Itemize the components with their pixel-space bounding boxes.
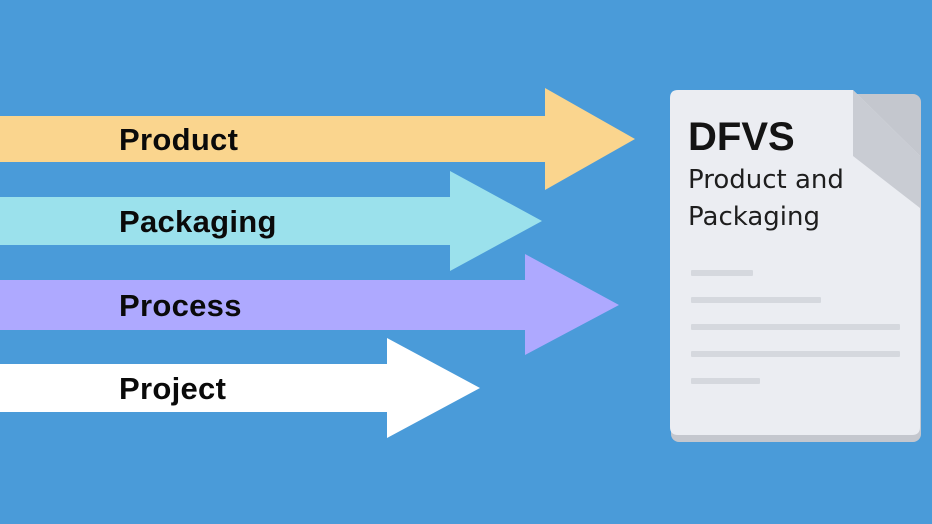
document-fold: [853, 90, 920, 208]
document-icon: [670, 90, 921, 442]
document-text-line: [691, 378, 760, 384]
document-page: [670, 90, 920, 435]
document-text-line: [691, 324, 900, 330]
packaging-label: Packaging: [119, 204, 277, 239]
project-arrow: [0, 338, 480, 438]
document-text-line: [691, 351, 900, 357]
project-label: Project: [119, 371, 227, 406]
document-subtitle-line2: Packaging: [688, 202, 820, 232]
document-text-line: [691, 297, 821, 303]
process-label: Process: [119, 288, 242, 323]
packaging-arrow: [0, 171, 542, 271]
product-arrow: [0, 88, 635, 190]
document-subtitle-line1: Product and: [688, 165, 844, 195]
document-title: DFVS: [688, 115, 795, 159]
product-label: Product: [119, 122, 239, 157]
document-text-line: [691, 270, 753, 276]
process-arrow: [0, 254, 619, 355]
